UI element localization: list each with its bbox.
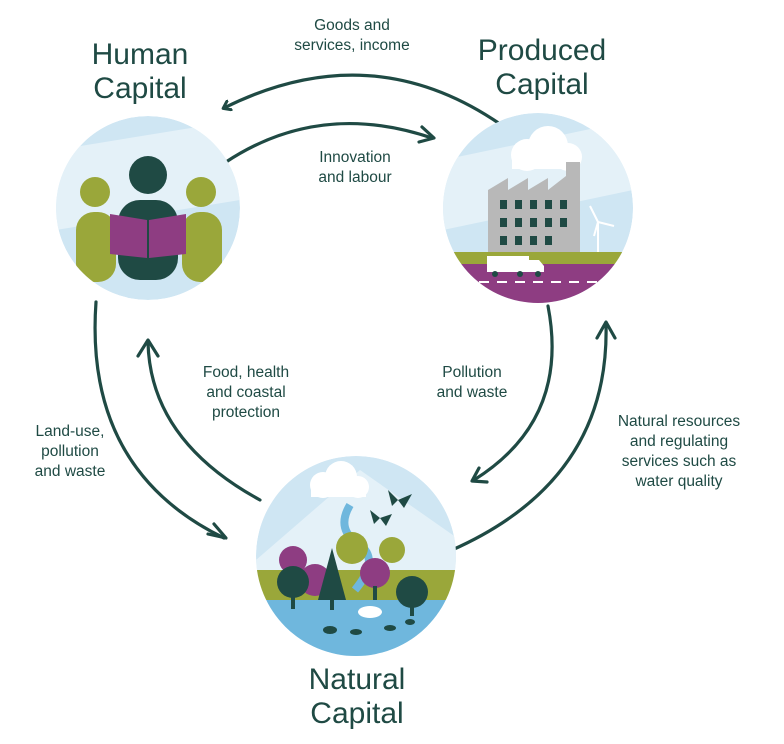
flow-label-line: protection xyxy=(211,404,281,421)
flow-label-food-health: Food, health and coastal protection xyxy=(176,363,316,423)
arrow-human-to-natural-head xyxy=(206,522,228,540)
produced-capital-title: Produced Capital xyxy=(452,34,632,102)
arrow-natural-to-produced-head xyxy=(595,320,617,340)
fish-icon xyxy=(323,619,415,635)
human-capital-title-line-1: Human xyxy=(91,38,189,71)
flow-label-line: and coastal xyxy=(206,384,286,401)
produced-capital-title-line-2: Capital xyxy=(495,68,589,101)
human-capital-title-line-2: Capital xyxy=(93,72,187,105)
produced-capital-illustration xyxy=(443,113,633,303)
flow-label-natural-resources: Natural resources and regulating service… xyxy=(594,412,764,492)
wind-turbine-icon xyxy=(589,205,615,254)
flow-arrows xyxy=(93,73,617,552)
flow-label-innovation-labour: Innovation and labour xyxy=(280,148,430,188)
arrow-produced-to-natural xyxy=(472,304,554,482)
flow-label-line: and labour xyxy=(318,169,392,186)
natural-capital-title-line-2: Capital xyxy=(310,697,404,730)
flow-label-line: services, income xyxy=(294,37,410,54)
natural-capital-title: Natural Capital xyxy=(272,663,442,731)
flow-label-line: Natural resources xyxy=(617,413,741,430)
arrow-human-to-produced xyxy=(224,122,434,164)
flow-label-line: and waste xyxy=(436,384,508,401)
arrow-natural-to-human xyxy=(146,340,262,502)
flow-label-line: pollution xyxy=(41,443,99,460)
flow-label-line: and regulating xyxy=(629,433,729,450)
natural-capital-title-line-1: Natural xyxy=(308,663,406,696)
produced-capital-title-line-1: Produced xyxy=(477,34,607,67)
flow-label-line: Goods and xyxy=(314,17,390,34)
flow-label-land-use: Land-use, pollution and waste xyxy=(10,422,130,482)
flow-label-line: and waste xyxy=(34,463,106,480)
flow-label-line: Land-use, xyxy=(35,423,105,440)
flow-label-goods-services: Goods and services, income xyxy=(262,16,442,56)
butterfly-icon xyxy=(370,490,412,526)
flow-label-line: water quality xyxy=(635,473,723,490)
flow-label-line: Pollution xyxy=(442,364,502,381)
natural-capital-illustration xyxy=(256,456,456,656)
arrow-produced-to-human xyxy=(224,73,502,126)
flow-label-line: services such as xyxy=(621,453,737,470)
arrow-natural-to-human-head xyxy=(136,338,160,358)
arrow-human-to-produced-head xyxy=(417,125,436,144)
flow-label-line: Food, health xyxy=(202,364,290,381)
flow-label-pollution-waste: Pollution and waste xyxy=(412,363,532,403)
arrow-natural-to-produced xyxy=(450,322,608,552)
truck-icon xyxy=(487,256,544,277)
arrow-produced-to-natural-head xyxy=(470,466,489,484)
arrow-human-to-natural xyxy=(93,300,226,540)
human-capital-title: Human Capital xyxy=(60,38,220,106)
flow-label-line: Innovation xyxy=(319,149,391,166)
human-capital-illustration xyxy=(56,116,240,300)
